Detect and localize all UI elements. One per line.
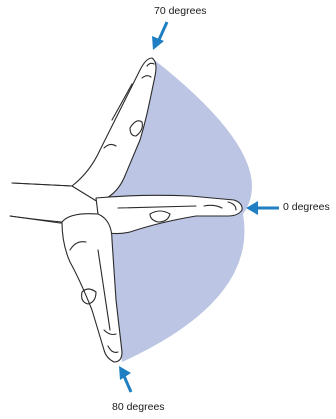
arrow-icon-top [152,22,167,50]
label-80-degrees: 80 degrees [112,402,165,413]
arrow-icon-bottom [119,366,131,392]
label-0-degrees: 0 degrees [283,202,330,213]
label-70-degrees: 70 degrees [154,6,207,17]
arrow-icon-right [246,201,279,215]
